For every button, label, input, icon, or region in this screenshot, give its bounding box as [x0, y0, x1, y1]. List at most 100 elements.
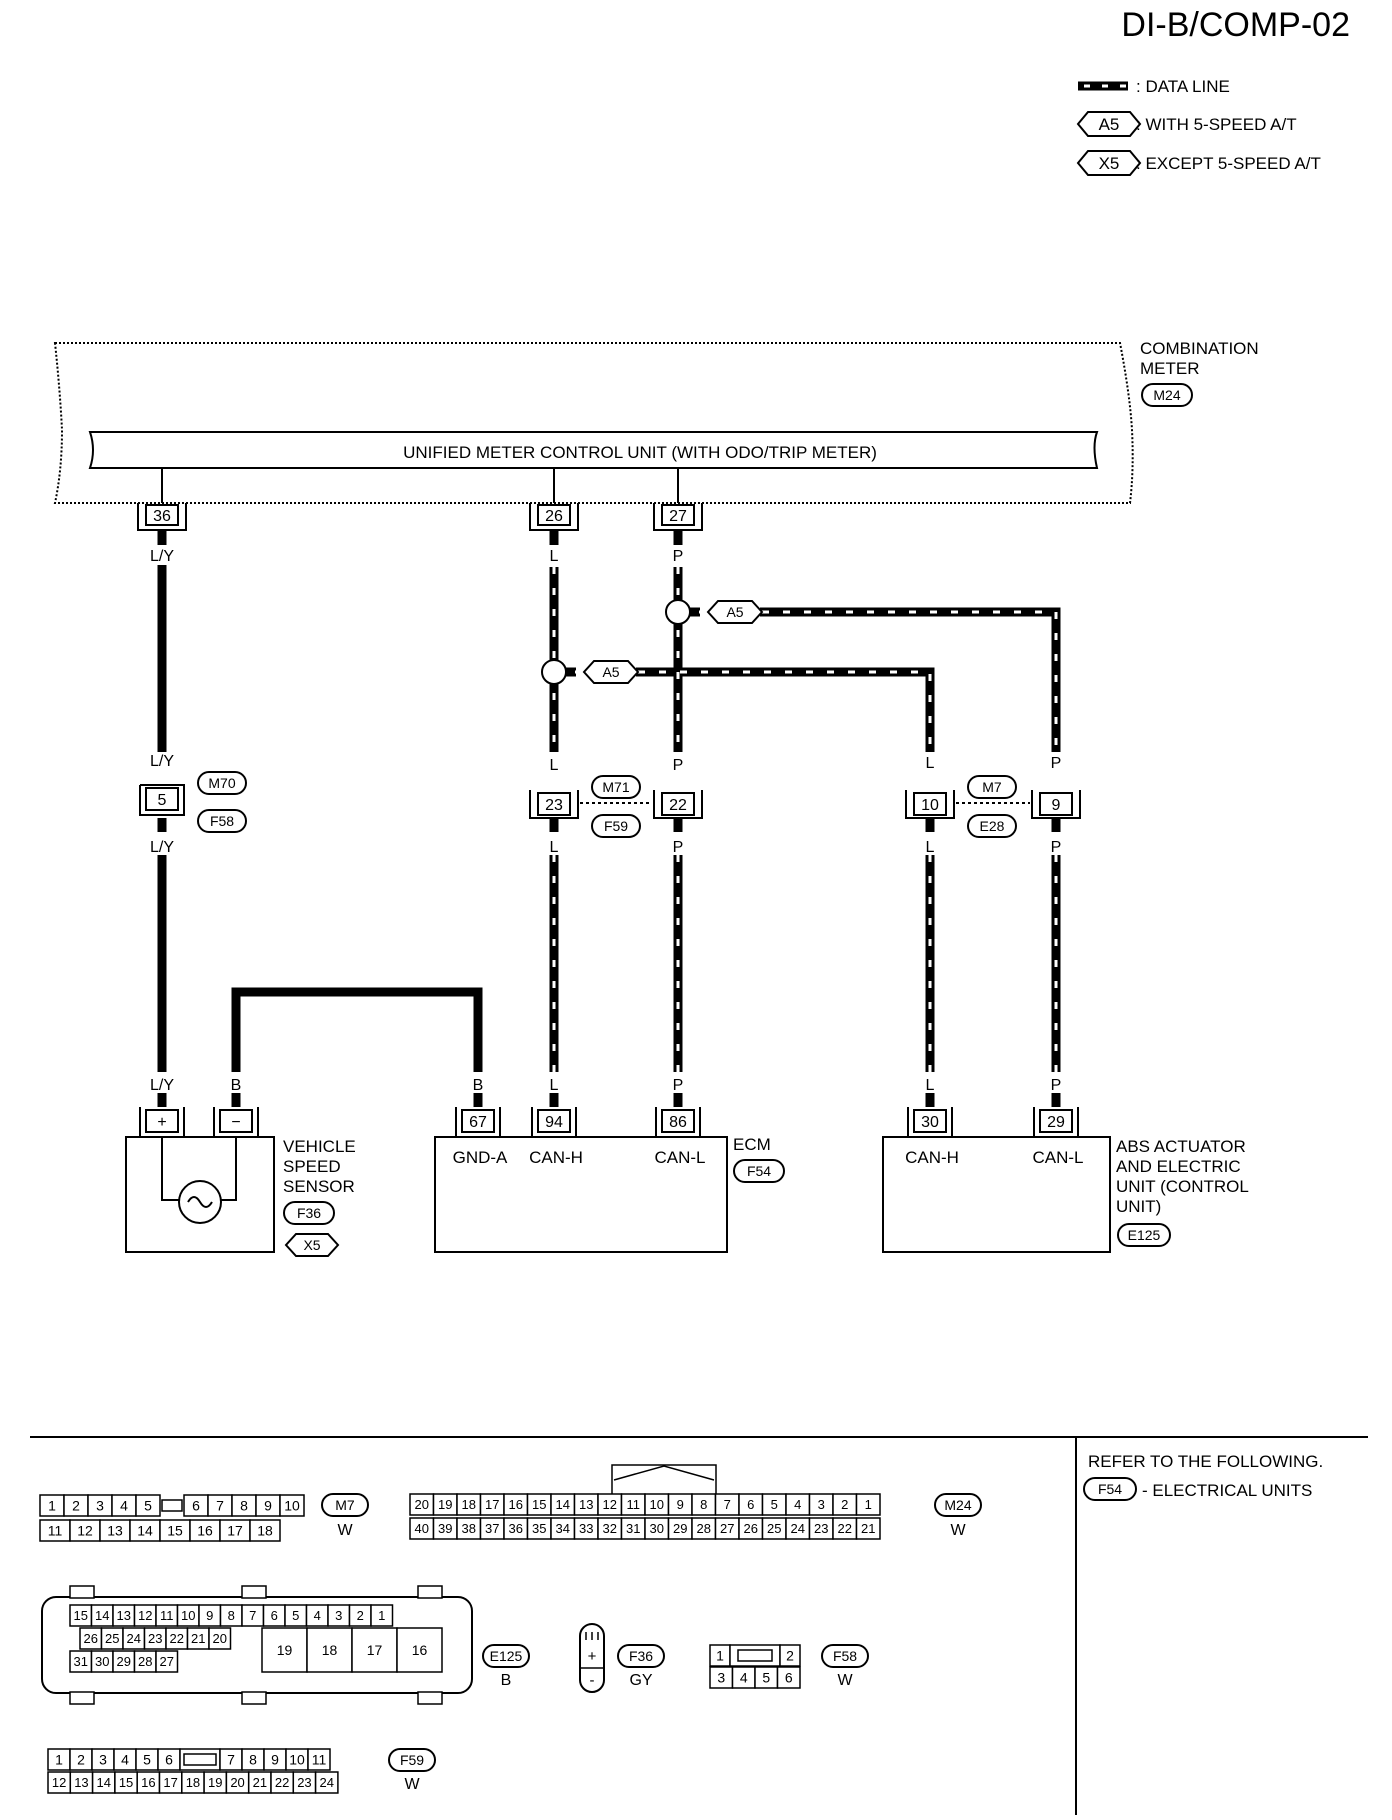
- splice-circle: [541, 659, 567, 685]
- f59-pin-15-label: 15: [119, 1775, 133, 1790]
- e125-badge: [482, 1644, 530, 1668]
- m24-pin-23-label: 23: [814, 1521, 828, 1536]
- f58-pin-4-label: 4: [740, 1670, 748, 1686]
- e125-pin-19: [261, 1627, 308, 1673]
- e125-latch: [417, 1691, 443, 1705]
- m24-pin-27-label: 27: [720, 1521, 734, 1536]
- m24-pin-38-label: 38: [462, 1521, 476, 1536]
- m24-pin-1-label: 1: [865, 1497, 872, 1512]
- e125-color: B: [501, 1672, 512, 1689]
- e125-pin-24-label: 24: [127, 1631, 141, 1646]
- e125-pin-3-label: 3: [335, 1608, 342, 1623]
- svg-text:L/Y: L/Y: [150, 753, 174, 770]
- svg-text:SENSOR: SENSOR: [283, 1177, 355, 1196]
- f59-pin-9-label: 9: [271, 1752, 279, 1768]
- f59-pin-1-label: 1: [55, 1752, 63, 1768]
- legend-a5-text: : WITH 5-SPEED A/T: [1136, 115, 1297, 134]
- svg-text:P: P: [1051, 839, 1062, 856]
- e125-pin-23-label: 23: [148, 1631, 162, 1646]
- m7-pin-16-label: 16: [197, 1523, 213, 1539]
- m7-lock: [161, 1499, 183, 1512]
- meter-connector-badge: [1141, 383, 1193, 407]
- combination-meter: UNIFIED METER CONTROL UNIT (WITH ODO/TRI…: [53, 339, 1259, 504]
- m24-pin-20-label: 20: [415, 1497, 429, 1512]
- refer-note: REFER TO THE FOLLOWING. F54 - ELECTRICAL…: [1083, 1452, 1323, 1501]
- f59-pin-18-label: 18: [186, 1775, 200, 1790]
- m24-key: [611, 1464, 717, 1494]
- e125-latch: [417, 1585, 443, 1599]
- f36-color: GY: [629, 1672, 652, 1689]
- m24-pin-11-label: 11: [627, 1497, 641, 1512]
- m24-pin-17-label: 17: [485, 1497, 499, 1512]
- m24-pin-30-label: 30: [650, 1521, 664, 1536]
- e125-pin-16-label: 16: [412, 1642, 428, 1658]
- m7-pin-5: [135, 1494, 161, 1517]
- e125-pin-17: [351, 1627, 398, 1673]
- e125-pin-13-label: 13: [117, 1608, 131, 1623]
- f59-pin-6-label: 6: [165, 1752, 173, 1768]
- m7-pin-3-label: 3: [96, 1498, 104, 1514]
- page-title: DI-B/COMP-02: [1121, 6, 1350, 44]
- e125-latch: [241, 1585, 267, 1599]
- svg-text:GND-A: GND-A: [453, 1148, 508, 1167]
- svg-text:L: L: [550, 1077, 559, 1094]
- f58-pin-1-label: 1: [716, 1648, 724, 1664]
- svg-text:ABS ACTUATOR: ABS ACTUATOR: [1116, 1137, 1246, 1156]
- e125-pin-16: [396, 1627, 443, 1673]
- svg-text:UNIT (CONTROL: UNIT (CONTROL: [1116, 1177, 1249, 1196]
- svg-text:VEHICLE: VEHICLE: [283, 1137, 356, 1156]
- splice-circle: [665, 599, 691, 625]
- joint-m70-f58: 5 M70 F58: [139, 771, 247, 833]
- e125-pin-14-label: 14: [95, 1608, 109, 1623]
- svg-text:L: L: [550, 839, 559, 856]
- m24-pin-29-label: 29: [673, 1521, 687, 1536]
- e125-pin-12-label: 12: [138, 1608, 152, 1623]
- f59-pin-5-label: 5: [143, 1752, 151, 1768]
- m7-pin-10: [279, 1494, 305, 1517]
- m7-pin-9-label: 9: [264, 1498, 272, 1514]
- e125-pin-21-label: 21: [191, 1631, 205, 1646]
- m24-badge: [934, 1493, 982, 1517]
- f59-pin-13-label: 13: [74, 1775, 88, 1790]
- meter-name-2: METER: [1140, 359, 1200, 378]
- svg-text:94: 94: [545, 1114, 563, 1131]
- vehicle-speed-sensor: + − VEHICLE SPEED SENSOR F36 X5: [125, 1107, 356, 1257]
- e125-pin-22-label: 22: [170, 1631, 184, 1646]
- f58-pin-2: [779, 1644, 801, 1667]
- m7-pin-17-label: 17: [227, 1523, 243, 1539]
- svg-text:E28: E28: [980, 818, 1005, 834]
- e125-pin-11-label: 11: [160, 1608, 174, 1623]
- svg-text:29: 29: [1047, 1114, 1065, 1131]
- m7-color: W: [337, 1522, 353, 1539]
- f58-color: W: [837, 1672, 853, 1689]
- svg-text:M71: M71: [602, 779, 629, 795]
- svg-text:M7: M7: [982, 779, 1002, 795]
- abs-actuator: 30 29 CAN-H CAN-L ABS ACTUATOR AND ELECT…: [882, 1107, 1249, 1253]
- m24-pin-36-label: 36: [509, 1521, 523, 1536]
- m24-pin-16-label: 16: [509, 1497, 523, 1512]
- m24-pin-34-label: 34: [556, 1521, 570, 1536]
- svg-text:REFER TO THE FOLLOWING.: REFER TO THE FOLLOWING.: [1088, 1452, 1323, 1471]
- m24-pin-18-label: 18: [462, 1497, 476, 1512]
- m7-pin-6-label: 6: [192, 1498, 200, 1514]
- f59-color: W: [404, 1776, 420, 1793]
- svg-text:F59: F59: [604, 818, 628, 834]
- svg-text:A5: A5: [602, 664, 619, 680]
- svg-text:9: 9: [1052, 797, 1061, 814]
- svg-text:E125: E125: [1128, 1227, 1161, 1243]
- m24-pin-35-label: 35: [532, 1521, 546, 1536]
- f58-badge: [821, 1644, 869, 1668]
- svg-text:+: +: [157, 1114, 166, 1131]
- svg-text:- ELECTRICAL UNITS: - ELECTRICAL UNITS: [1142, 1481, 1312, 1500]
- legend-x5-text: : EXCEPT 5-SPEED A/T: [1136, 154, 1321, 173]
- m24-pin-39-label: 39: [438, 1521, 452, 1536]
- meter-pin-36: 36: [137, 503, 187, 531]
- m24-pin-31-label: 31: [626, 1521, 640, 1536]
- f59-pin-24: [314, 1771, 339, 1794]
- f58-pin-6: [776, 1666, 801, 1689]
- svg-text:86: 86: [669, 1114, 687, 1131]
- f36-housing: [579, 1623, 605, 1693]
- m24-pin-10-label: 10: [650, 1497, 664, 1512]
- m24-pin-25-label: 25: [767, 1521, 781, 1536]
